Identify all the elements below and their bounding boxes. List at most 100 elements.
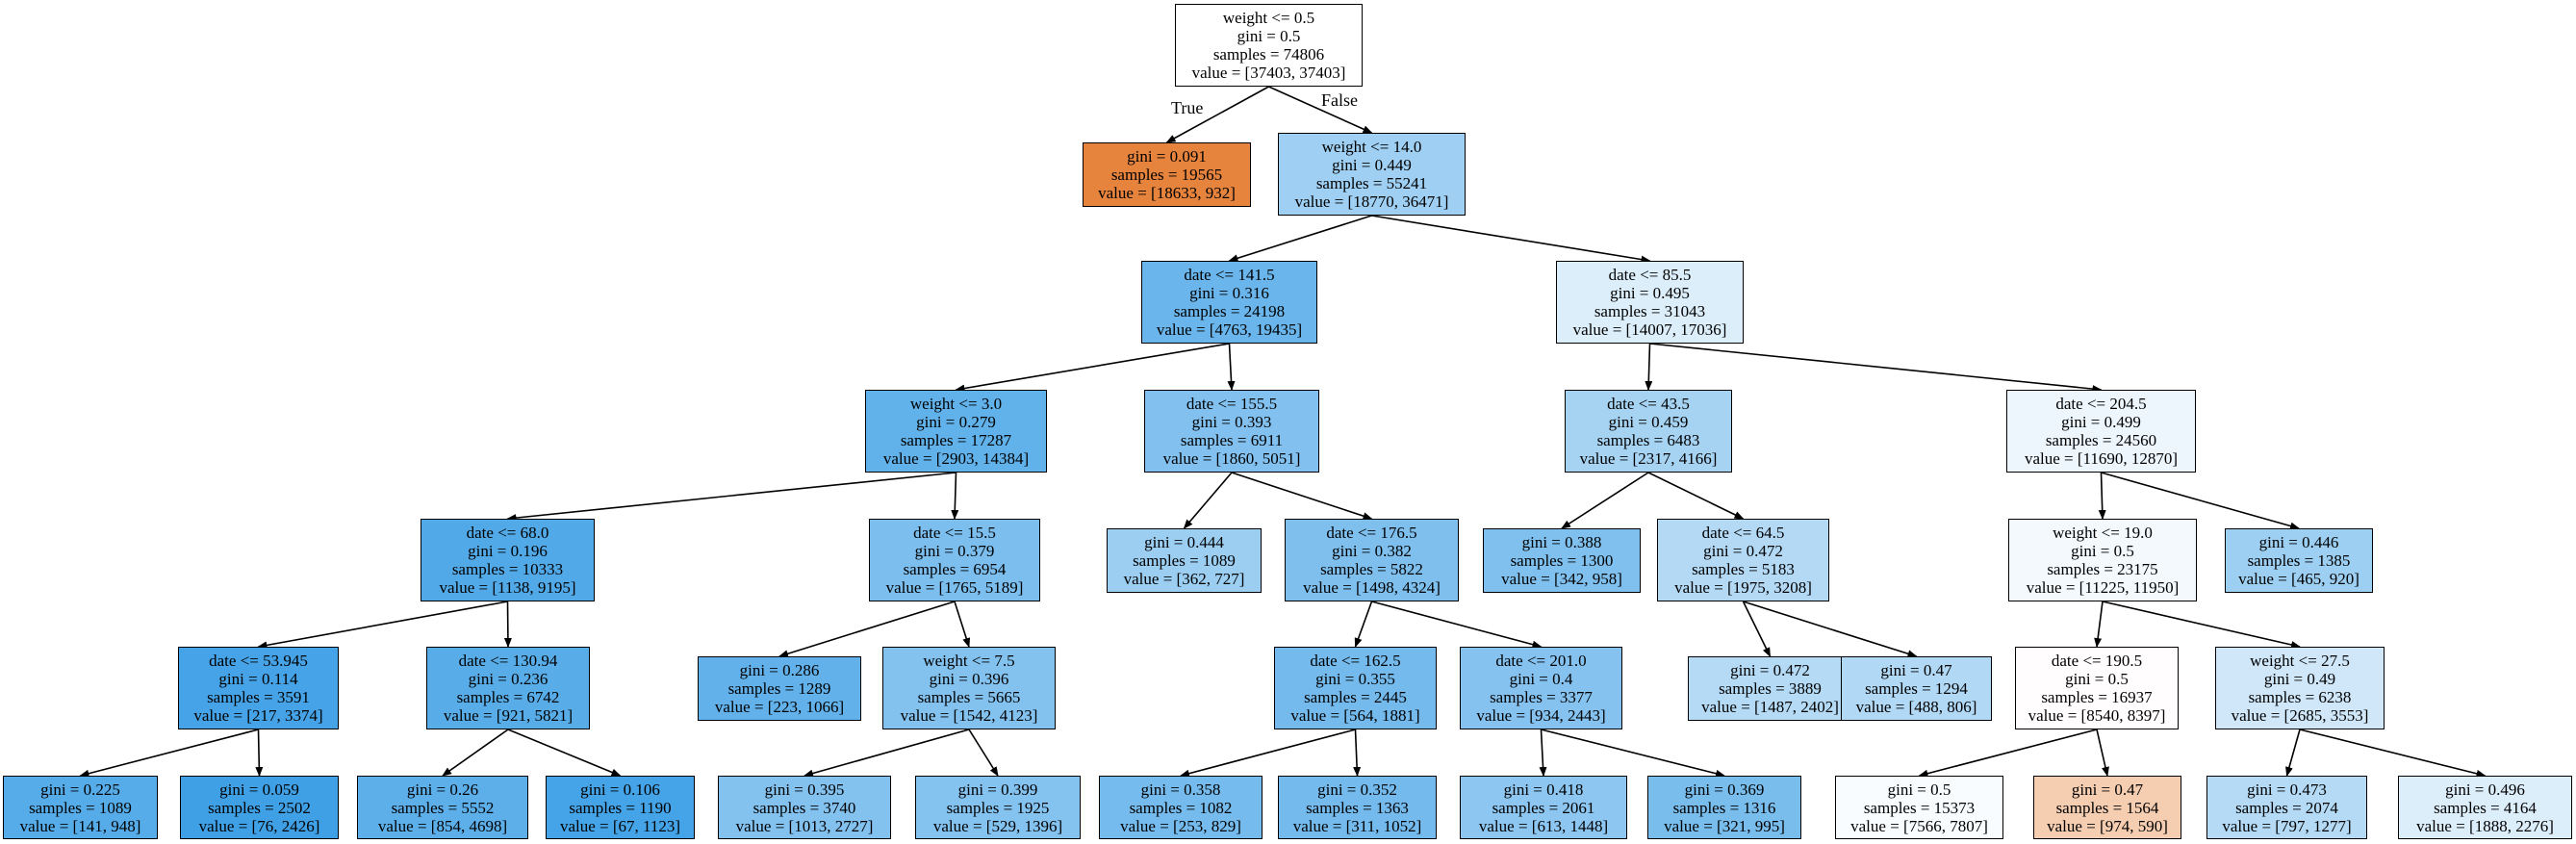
node-text-line: samples = 2502	[208, 798, 311, 817]
node-text-line: gini = 0.4	[1509, 670, 1573, 688]
tree-edge-n12-n22	[1371, 601, 1543, 649]
node-text-line: gini = 0.393	[1191, 413, 1272, 431]
node-text-line: value = [342, 958]	[1501, 570, 1622, 588]
tree-edge-n15-n25	[2094, 601, 2104, 648]
tree-edge-n20-n32	[968, 729, 999, 777]
node-text-line: samples = 31043	[1594, 302, 1706, 320]
node-text-line: gini = 0.236	[468, 670, 548, 688]
tree-edge-n8-n16	[2101, 472, 2300, 530]
tree-edge-n9-n17	[257, 601, 508, 650]
node-text-line: value = [1542, 4123]	[900, 706, 1038, 725]
node-text-line: samples = 19565	[1110, 166, 1223, 184]
node-text-line: samples = 5665	[917, 688, 1021, 706]
node-text-line: samples = 74806	[1212, 45, 1325, 64]
node-text-line: gini = 0.352	[1317, 780, 1397, 799]
node-text-line: value = [1138, 9195]	[439, 578, 576, 597]
node-text-line: samples = 1289	[727, 679, 831, 698]
node-text-line: value = [974, 590]	[2047, 816, 2168, 835]
node-text-line: value = [7566, 7807]	[1850, 816, 1988, 835]
node-text-line: value = [321, 995]	[1664, 816, 1785, 835]
node-text-line: value = [1888, 2276]	[2416, 816, 2554, 835]
node-text-line: samples = 17287	[900, 431, 1012, 449]
node-text-line: weight <= 14.0	[1321, 138, 1422, 156]
node-text-line: samples = 6742	[456, 688, 560, 706]
tree-edge-n22-n36	[1541, 729, 1725, 778]
node-text-line: date <= 204.5	[2055, 395, 2147, 413]
node-text-line: gini = 0.225	[40, 780, 120, 799]
node-text-line: gini = 0.379	[914, 542, 995, 560]
node-text-line: date <= 53.945	[209, 652, 308, 670]
node-text-line: gini = 0.316	[1189, 284, 1269, 302]
node-text-line: date <= 201.0	[1495, 652, 1587, 670]
node-text-line: gini = 0.472	[1730, 661, 1810, 679]
node-text-line: samples = 6238	[2248, 688, 2352, 706]
node-text-line: samples = 5822	[1320, 560, 1423, 578]
node-text-line: gini = 0.355	[1315, 670, 1395, 688]
tree-edge-n0-n2	[1268, 86, 1373, 134]
node-text-line: gini = 0.444	[1144, 533, 1224, 551]
node-text-line: samples = 1564	[2055, 798, 2159, 817]
node-text-line: samples = 15373	[1863, 798, 1976, 817]
node-text-line: gini = 0.114	[218, 670, 298, 688]
tree-edge-n26-n39	[2285, 729, 2301, 777]
tree-edges	[79, 86, 2487, 778]
node-text-line: date <= 15.5	[913, 524, 996, 542]
node-text-line: samples = 24560	[2045, 431, 2157, 449]
node-text-line: samples = 3377	[1490, 688, 1593, 706]
tree-edge-n18-n30	[507, 729, 622, 777]
tree-edge-n7-n13	[1561, 472, 1649, 529]
branch-label-false: False	[1321, 90, 1358, 110]
tree-edge-n2-n4	[1371, 215, 1651, 264]
tree-edge-n6-n11	[1183, 472, 1233, 529]
node-text-line: date <= 43.5	[1607, 395, 1690, 413]
node-text-line: value = [613, 1448]	[1478, 816, 1609, 835]
node-text-line: samples = 1363	[1306, 798, 1409, 817]
tree-edge-n15-n26	[2102, 601, 2301, 649]
node-text-line: value = [934, 2443]	[1476, 706, 1606, 725]
node-text-line: value = [8540, 8397]	[2028, 706, 2166, 725]
node-text-line: gini = 0.388	[1521, 533, 1602, 551]
node-text-line: samples = 55241	[1315, 174, 1428, 192]
node-text-line: gini = 0.286	[739, 661, 820, 679]
node-text-line: value = [14007, 17036]	[1572, 320, 1727, 339]
node-text-line: gini = 0.106	[580, 780, 660, 799]
node-text-line: samples = 3889	[1719, 679, 1822, 698]
node-text-line: gini = 0.279	[916, 413, 996, 431]
node-text-line: value = [465, 920]	[2238, 570, 2359, 588]
node-text-line: value = [1013, 2727]	[735, 816, 874, 835]
node-text-line: samples = 6911	[1180, 431, 1284, 449]
node-text-line: samples = 2074	[2235, 798, 2338, 817]
node-text-line: gini = 0.472	[1703, 542, 1783, 560]
tree-edge-n14-n24	[1743, 601, 1918, 658]
node-text-line: gini = 0.459	[1608, 413, 1689, 431]
node-text-line: value = [223, 1066]	[714, 698, 845, 716]
tree-edge-n12-n21	[1354, 601, 1373, 648]
node-text-line: value = [854, 4698]	[377, 816, 508, 835]
tree-edge-n8-n15	[2098, 472, 2106, 520]
node-text-line: gini = 0.26	[406, 780, 479, 799]
node-text-line: value = [4763, 19435]	[1156, 320, 1303, 339]
node-text-line: date <= 141.5	[1184, 266, 1275, 284]
node-text-line: date <= 162.5	[1310, 652, 1401, 670]
node-text-line: gini = 0.418	[1503, 780, 1584, 799]
node-text-line: gini = 0.396	[929, 670, 1009, 688]
node-text-line: value = [362, 727]	[1123, 570, 1245, 588]
node-text-line: samples = 16937	[2041, 688, 2153, 706]
node-text-line: gini = 0.5	[2065, 670, 2129, 688]
